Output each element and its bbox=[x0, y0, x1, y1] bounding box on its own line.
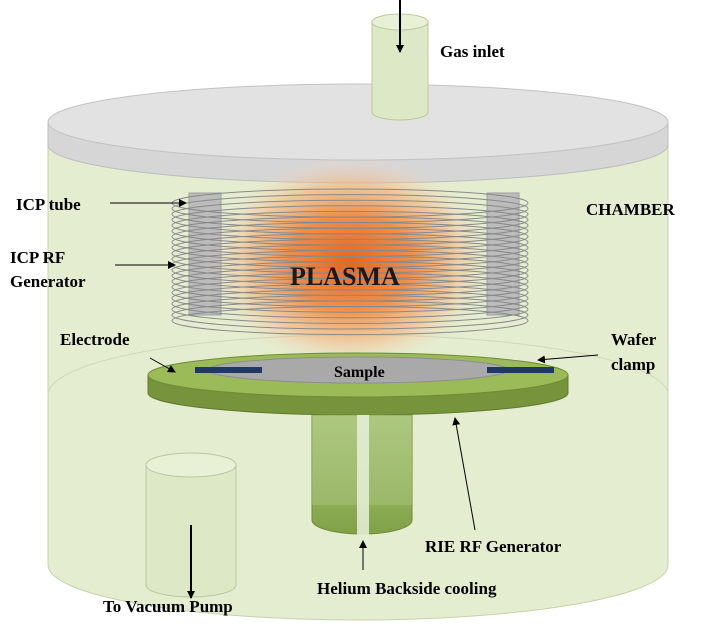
icp-tube-right bbox=[486, 192, 520, 316]
rie-rf-generator-label: RIE RF Generator bbox=[425, 537, 562, 556]
coil-turn bbox=[171, 289, 529, 319]
coil-turn bbox=[171, 294, 529, 324]
electrode-pointer bbox=[149, 357, 176, 373]
wafer-clamp-pointer bbox=[537, 354, 599, 364]
icp-rf-label-line2: Generator bbox=[10, 272, 86, 291]
wafer-clamp-label-line2: clamp bbox=[611, 355, 655, 374]
helium-cooling-label: Helium Backside cooling bbox=[317, 579, 497, 598]
icp-tube-label: ICP tube bbox=[16, 195, 81, 214]
icp-rf-label-line1: ICP RF bbox=[10, 248, 65, 267]
chamber-lid bbox=[47, 83, 669, 184]
gas-inlet-label: Gas inlet bbox=[440, 42, 505, 61]
coil-turn bbox=[171, 300, 529, 330]
vacuum-pump-label: To Vacuum Pump bbox=[103, 597, 233, 616]
plasma-label: PLASMA bbox=[290, 262, 400, 291]
wafer-clamp-right bbox=[487, 367, 554, 373]
rie-rf-pointer bbox=[452, 417, 476, 531]
chamber-label: CHAMBER bbox=[586, 200, 676, 219]
electrode-label: Electrode bbox=[60, 330, 130, 349]
sample-label: Sample bbox=[334, 364, 385, 381]
icp-rf-coil bbox=[171, 188, 529, 336]
coil-turn bbox=[171, 283, 529, 313]
helium-cooling-pipe bbox=[311, 414, 413, 535]
gas-inlet-pipe bbox=[371, 13, 429, 121]
wafer-clamp-left bbox=[195, 367, 262, 373]
wafer-clamp-label-line1: Wafer bbox=[611, 330, 657, 349]
coil-turn bbox=[171, 306, 529, 336]
